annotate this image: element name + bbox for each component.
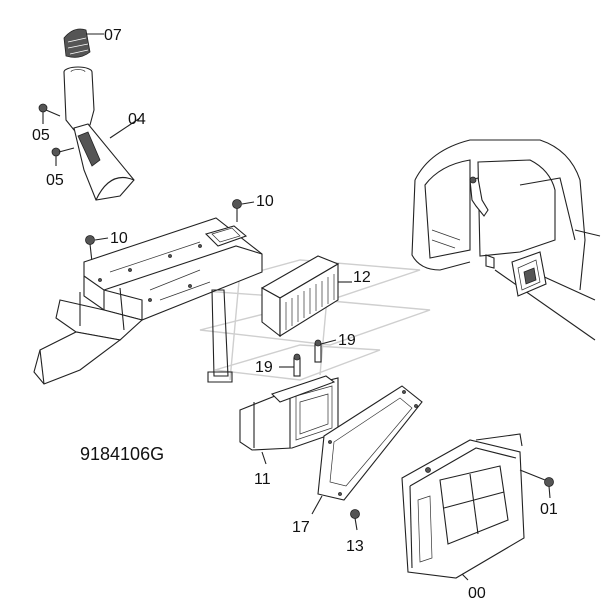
pin-19-left [279, 353, 301, 377]
label-12: 12 [353, 269, 371, 286]
label-05-upper: 05 [32, 127, 50, 144]
frame-bracket [33, 217, 263, 385]
label-04: 04 [128, 111, 146, 128]
label-11: 11 [254, 471, 271, 488]
label-19-right: 19 [338, 332, 356, 349]
label-05-lower: 05 [46, 172, 64, 189]
bolt-05-lower [51, 147, 75, 166]
part-00-cover [401, 433, 525, 581]
part-11-housing [239, 375, 339, 465]
part-17-gasket [311, 385, 423, 515]
part-07-cap [63, 28, 104, 58]
label-07: 07 [104, 27, 122, 44]
pin-19-right [314, 339, 337, 363]
bolt-13 [350, 509, 360, 531]
label-13: 13 [346, 538, 364, 555]
label-00: 00 [468, 585, 486, 602]
label-01: 01 [540, 501, 558, 518]
bolt-05-upper [38, 103, 61, 124]
label-17: 17 [292, 519, 310, 536]
bolt-01 [519, 469, 554, 499]
bolt-10-upper [232, 199, 255, 222]
cab-illustration [411, 139, 601, 341]
part-04-duct [63, 66, 141, 201]
diagram-code: 9184106G [80, 444, 164, 464]
label-10-lower: 10 [110, 230, 128, 247]
label-10-upper: 10 [256, 193, 274, 210]
part-12-filter [260, 255, 352, 338]
label-19-left: 19 [255, 359, 273, 376]
